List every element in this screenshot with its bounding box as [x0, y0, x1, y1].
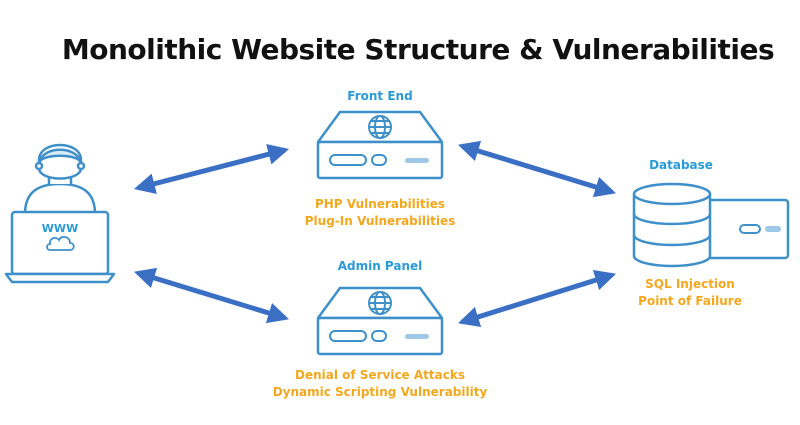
globe-icon: [368, 291, 392, 315]
admin-panel-vulnerability: Dynamic Scripting Vulnerability: [272, 385, 488, 399]
diagram-title: Monolithic Website Structure & Vulnerabi…: [61, 33, 775, 66]
arrow-client-admin: [133, 267, 290, 324]
laptop-icon: [4, 210, 116, 284]
database-label: Database: [649, 158, 713, 172]
user-icon: [23, 143, 97, 216]
client-node: WWW: [4, 143, 116, 284]
database-node: [632, 182, 790, 268]
globe-icon: [368, 115, 392, 139]
arrow-client-frontend: [133, 144, 290, 194]
database-cylinder-icon: [632, 182, 712, 268]
cloud-icon: [46, 236, 75, 251]
front-end-vulnerability: PHP Vulnerabilities: [314, 197, 446, 211]
front-end-vulnerability: Plug-In Vulnerabilities: [304, 214, 456, 228]
database-vulnerability: SQL Injection: [645, 277, 735, 291]
admin-panel-server-icon: [316, 286, 444, 356]
database-vulnerability: Point of Failure: [638, 294, 742, 308]
front-end-server-icon: [316, 110, 444, 180]
front-end-label: Front End: [347, 89, 413, 103]
admin-panel-vulnerability: Denial of Service Attacks: [295, 368, 465, 382]
admin-panel-label: Admin Panel: [337, 259, 423, 273]
arrow-frontend-database: [457, 140, 617, 198]
arrow-admin-database: [457, 270, 617, 327]
laptop-screen-text: WWW: [42, 222, 78, 235]
